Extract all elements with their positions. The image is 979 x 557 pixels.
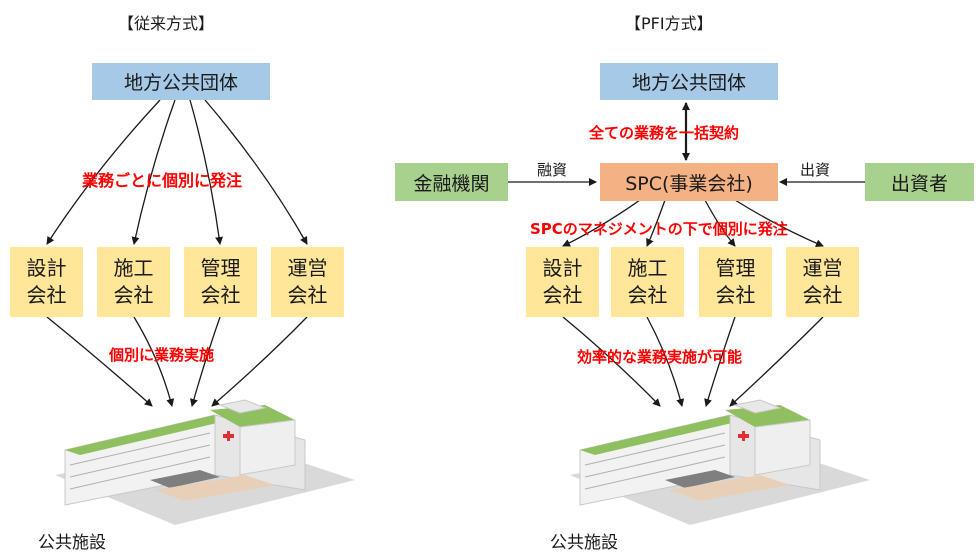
company-line2: 会社 bbox=[715, 283, 756, 307]
company-line2: 会社 bbox=[287, 283, 328, 307]
right-finance-box: 金融機関 bbox=[395, 163, 508, 201]
left-company-construction: 施工 会社 bbox=[97, 247, 170, 317]
right-exec-label: 効率的な業務実施が可能 bbox=[577, 348, 743, 366]
company-line2: 会社 bbox=[113, 283, 154, 307]
right-exec-arrows bbox=[562, 316, 824, 407]
right-investor-label: 出資 bbox=[800, 161, 831, 179]
company-line1: 施工 bbox=[627, 256, 668, 280]
company-line1: 運営 bbox=[287, 256, 328, 280]
left-facility-caption: 公共施設 bbox=[38, 533, 106, 553]
company-line1: 管理 bbox=[200, 256, 241, 280]
right-facility-caption: 公共施設 bbox=[550, 533, 618, 553]
left-company-management: 管理 会社 bbox=[184, 247, 257, 317]
right-government-box: 地方公共団体 bbox=[600, 63, 778, 100]
right-investor-box: 出資者 bbox=[865, 163, 974, 201]
left-order-label: 業務ごとに個別に発注 bbox=[82, 171, 243, 190]
company-line2: 会社 bbox=[542, 283, 583, 307]
company-line2: 会社 bbox=[802, 283, 843, 307]
company-line1: 運営 bbox=[802, 256, 843, 280]
left-facility-illustration bbox=[55, 399, 355, 525]
right-order-label: SPCのマネジメントの下で個別に発注 bbox=[530, 220, 788, 238]
right-order-arrows bbox=[562, 199, 824, 247]
right-finance-label: 融資 bbox=[537, 161, 568, 179]
company-line1: 設計 bbox=[542, 256, 583, 280]
company-line2: 会社 bbox=[627, 283, 668, 307]
left-government-box: 地方公共団体 bbox=[92, 63, 270, 100]
left-company-operation: 運営 会社 bbox=[271, 247, 344, 317]
right-facility-illustration bbox=[570, 399, 870, 525]
company-line2: 会社 bbox=[26, 283, 67, 307]
company-line1: 設計 bbox=[26, 256, 67, 280]
left-order-arrows bbox=[46, 99, 308, 245]
left-exec-arrows bbox=[46, 316, 308, 407]
right-title: 【PFI方式】 bbox=[625, 14, 713, 33]
right-company-construction: 施工 会社 bbox=[611, 247, 684, 317]
company-line2: 会社 bbox=[200, 283, 241, 307]
left-title: 【従来方式】 bbox=[118, 14, 215, 33]
right-company-design: 設計 会社 bbox=[526, 247, 599, 317]
company-line1: 施工 bbox=[113, 256, 154, 280]
left-company-design: 設計 会社 bbox=[10, 247, 83, 317]
right-contract-label: 全ての業務を一括契約 bbox=[589, 124, 740, 142]
company-line1: 管理 bbox=[715, 256, 756, 280]
right-company-management: 管理 会社 bbox=[699, 247, 772, 317]
left-exec-label: 個別に業務実施 bbox=[109, 346, 215, 364]
right-company-operation: 運営 会社 bbox=[786, 247, 859, 317]
right-spc-box: SPC(事業会社) bbox=[600, 163, 778, 201]
